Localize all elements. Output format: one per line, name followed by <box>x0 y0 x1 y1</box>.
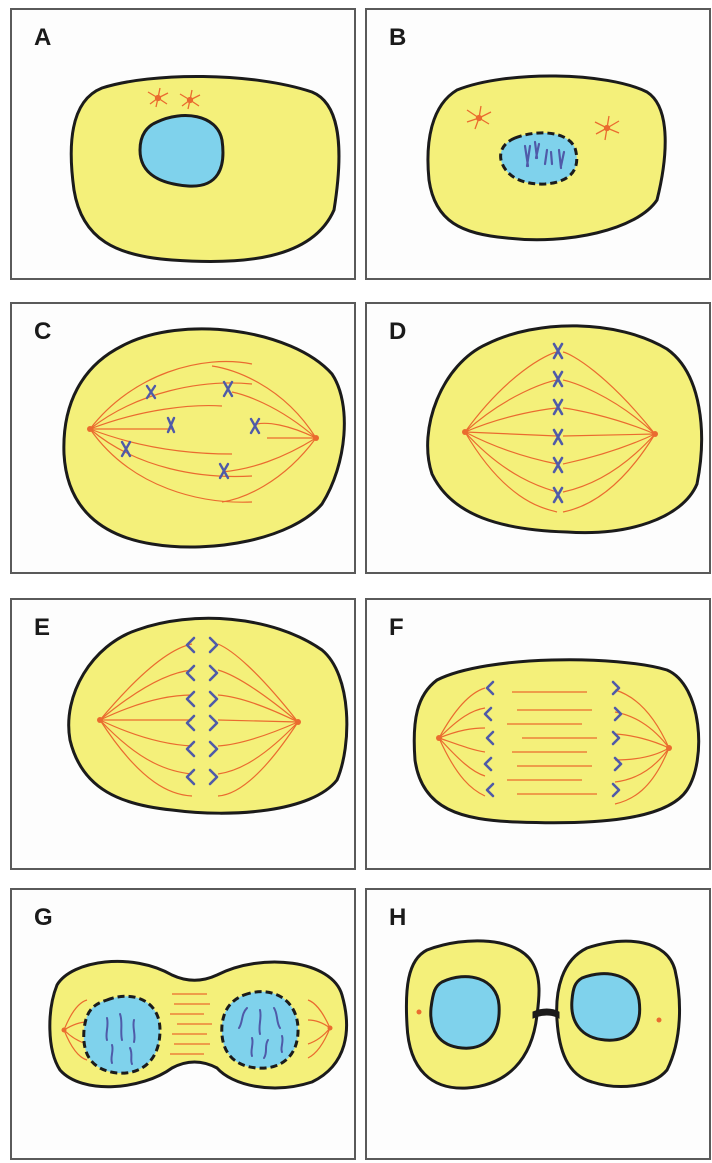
panel-b: B <box>365 8 711 280</box>
cell-metaphase <box>367 304 712 576</box>
cell-prometaphase <box>12 304 358 576</box>
spindle-pole <box>97 717 103 723</box>
centriole <box>62 1028 67 1033</box>
cells-cytokinesis <box>367 890 712 1162</box>
cell-telophase <box>12 890 358 1162</box>
panel-g: G <box>10 888 356 1160</box>
centriole <box>657 1018 662 1023</box>
spindle-pole <box>652 431 658 437</box>
cell-membrane <box>414 660 699 823</box>
spindle-pole <box>313 435 319 441</box>
panel-c: C <box>10 302 356 574</box>
spindle-pole <box>462 429 468 435</box>
nucleus-left <box>431 977 499 1049</box>
panel-a: A <box>10 8 356 280</box>
panel-e: E <box>10 598 356 870</box>
spindle-pole <box>87 426 93 432</box>
cell-late-anaphase <box>367 600 712 872</box>
cell-prophase <box>367 10 712 282</box>
panel-h: H <box>365 888 711 1160</box>
spindle-pole <box>295 719 301 725</box>
cell-interphase <box>12 10 358 282</box>
spindle-pole <box>666 745 672 751</box>
panel-f: F <box>365 598 711 870</box>
cell-anaphase <box>12 600 358 872</box>
spindle-pole <box>436 735 442 741</box>
centriole <box>328 1026 333 1031</box>
nucleus <box>140 116 223 187</box>
nucleus-right <box>572 974 640 1041</box>
nuclear-envelope-breaking <box>501 133 577 184</box>
panel-d: D <box>365 302 711 574</box>
centriole <box>417 1010 422 1015</box>
cleavage-bridge <box>533 1009 559 1018</box>
